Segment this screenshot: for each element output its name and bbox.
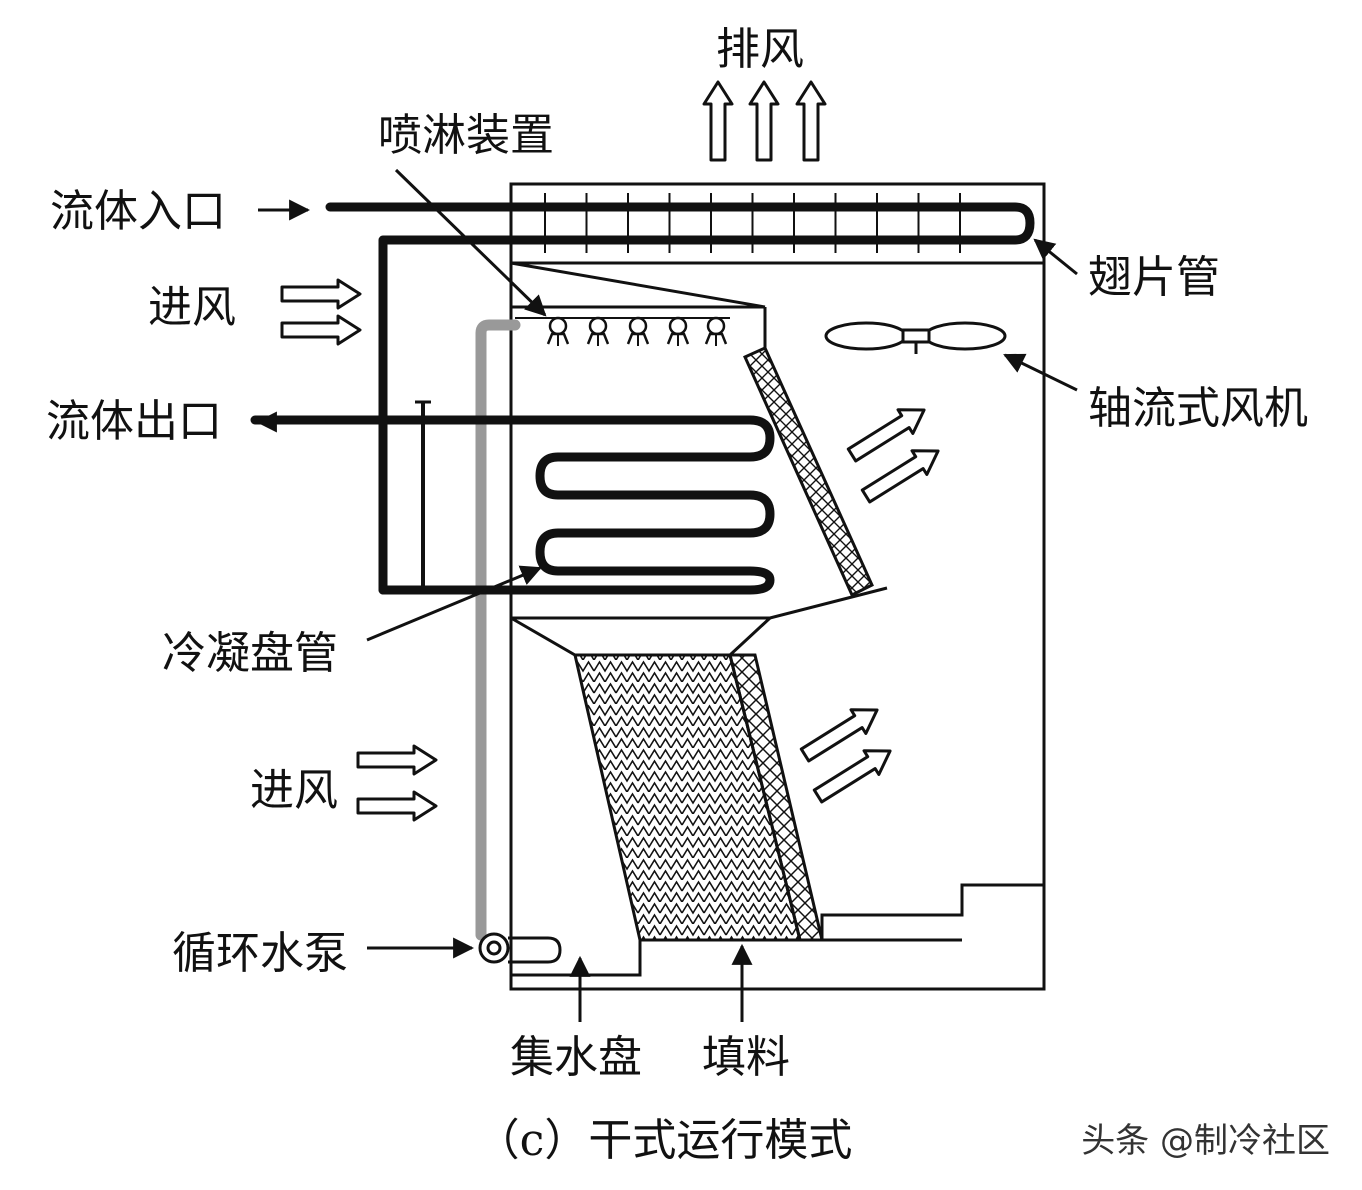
leader-lines (255, 168, 1078, 1022)
nozzle-icon (586, 316, 610, 346)
hollow-arrow-icon (860, 449, 940, 504)
nozzle-icon (704, 316, 728, 346)
hollow-arrow-icon (356, 744, 438, 776)
hollow-arrow-icon (280, 278, 362, 310)
arrow-icon (366, 565, 542, 642)
hollow-arrow-icon (812, 749, 892, 804)
hollow-arrow-icon (795, 80, 827, 162)
watermark: 头条 @制冷社区 (1081, 1121, 1330, 1161)
arrow-icon (1033, 238, 1078, 276)
hollow-arrow-icon (748, 80, 780, 162)
lower-fill (510, 616, 824, 942)
hollow-arrow-icon (799, 708, 879, 763)
pump-icon (478, 932, 562, 964)
label-circulation-pump: 循环水泵 (172, 928, 348, 979)
label-exhaust: 排风 (716, 24, 804, 75)
figure-caption: （c）干式运行模式 (476, 1115, 853, 1166)
water-basin (511, 883, 1044, 977)
label-air-inlet-bottom: 进风 (250, 765, 338, 816)
fins (544, 193, 961, 253)
label-axial-fan: 轴流式风机 (1088, 383, 1308, 434)
upper-fill (511, 346, 888, 620)
label-air-inlet-top: 进风 (148, 282, 236, 333)
hollow-arrow-icon (846, 408, 926, 463)
finned-tube (325, 193, 1035, 595)
arrow-icon (1003, 353, 1078, 392)
label-water-basin: 集水盘 (510, 1032, 642, 1083)
label-spray-device: 喷淋装置 (378, 110, 554, 161)
label-condensing-coil: 冷凝盘管 (162, 628, 338, 679)
hollow-arrow-icon (702, 80, 734, 162)
spray-nozzles (515, 316, 730, 346)
nozzle-icon (666, 316, 690, 346)
nozzle-icon (546, 316, 570, 346)
fan-icon (824, 321, 1007, 354)
label-fill-media: 填料 (702, 1032, 790, 1083)
arrow-icon (394, 168, 547, 317)
hollow-arrow-icon (356, 790, 438, 822)
label-fluid-inlet: 流体入口 (50, 186, 226, 237)
hollow-arrow-icon (280, 314, 362, 346)
airflow-arrows (280, 80, 940, 822)
label-finned-tube: 翅片管 (1088, 252, 1220, 303)
label-fluid-outlet: 流体出口 (46, 396, 222, 447)
nozzle-icon (626, 316, 650, 346)
water-riser-pipe (475, 319, 521, 941)
